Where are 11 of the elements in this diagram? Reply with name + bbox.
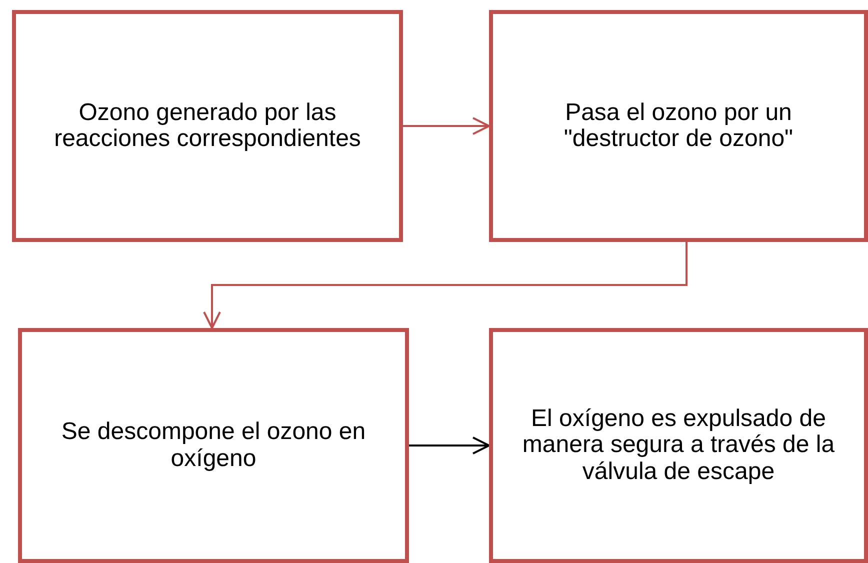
box-text: Se descompone el ozono en oxígeno	[60, 419, 367, 472]
arrow	[203, 242, 688, 329]
arrow	[409, 436, 490, 454]
box-text: El oxígeno es expulsado de manera segura a través de la válvula de escape	[521, 406, 836, 486]
process-box	[489, 328, 868, 563]
process-box	[18, 328, 409, 563]
process-box	[12, 10, 403, 242]
box-text: Ozono generado por las reacciones correspondientes	[53, 100, 362, 152]
arrow	[403, 117, 490, 135]
process-box	[489, 10, 868, 242]
box-text: Pasa el ozono por un "destructor de ozono"	[562, 100, 794, 152]
